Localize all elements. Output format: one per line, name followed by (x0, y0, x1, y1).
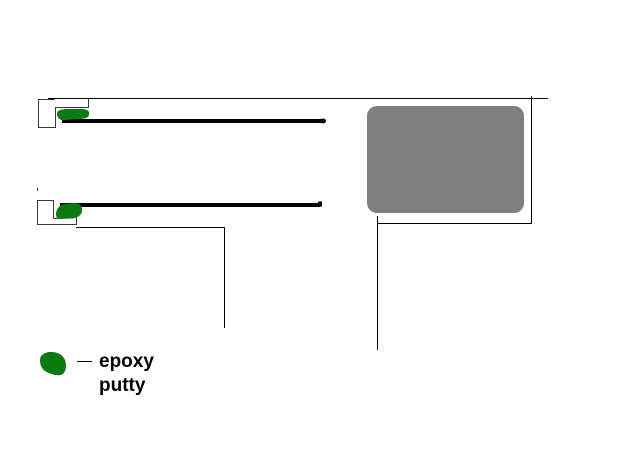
bottom-rod-end (318, 201, 322, 207)
bottom-epoxy-icon (56, 203, 82, 219)
bottom-left-bracket (37, 188, 77, 225)
top-epoxy-icon (57, 109, 90, 121)
legend-label-line1: epoxy (99, 351, 154, 372)
gray-block (367, 106, 524, 213)
legend-label-line2: putty (99, 375, 146, 396)
bottom-rod (60, 203, 320, 207)
legend-dash (77, 361, 92, 362)
top-left-bracket (38, 99, 89, 128)
top-rod-end (320, 118, 326, 124)
top-rod (62, 119, 324, 123)
legend-epoxy-icon (40, 352, 66, 376)
legend-label: epoxy putty (99, 350, 154, 398)
